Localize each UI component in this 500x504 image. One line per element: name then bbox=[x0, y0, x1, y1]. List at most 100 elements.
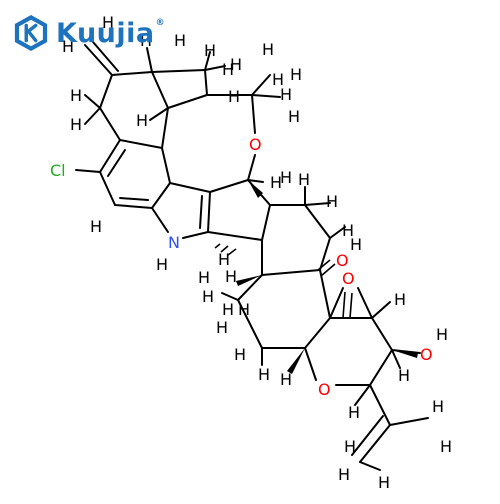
registered-mark: ® bbox=[155, 17, 166, 28]
bonds bbox=[75, 41, 429, 471]
bond bbox=[261, 269, 321, 276]
chlorine-label: Cl bbox=[50, 161, 66, 180]
hydrogen-label: H bbox=[140, 31, 152, 50]
bond bbox=[304, 347, 317, 381]
hydrogen-label: H bbox=[348, 403, 360, 422]
hydrogen-label: H bbox=[238, 300, 250, 319]
bond bbox=[351, 415, 384, 456]
hydrogen-label: H bbox=[272, 70, 284, 89]
bond bbox=[204, 51, 211, 71]
bond bbox=[371, 301, 391, 319]
bond bbox=[247, 179, 264, 183]
bond bbox=[146, 47, 153, 73]
wedge-bond bbox=[236, 275, 262, 286]
bond bbox=[119, 197, 149, 201]
bond bbox=[99, 74, 113, 109]
hydrogen-label: H bbox=[270, 173, 282, 192]
oxygen-label: O bbox=[336, 251, 349, 270]
bond bbox=[319, 237, 331, 271]
bond bbox=[354, 384, 371, 406]
bond bbox=[169, 182, 211, 193]
bond bbox=[182, 231, 209, 239]
hydrogen-label: H bbox=[234, 345, 246, 364]
bond bbox=[151, 182, 171, 209]
hydrogen-label: H bbox=[394, 290, 406, 309]
hydrogen-label: H bbox=[136, 111, 148, 130]
kuujia-logo-icon bbox=[14, 14, 48, 52]
bond bbox=[359, 424, 391, 463]
hydrogen-labels: H H H H H H H H H H H H H H H H H H H H … bbox=[62, 13, 452, 492]
hydrogen-label: H bbox=[258, 365, 270, 384]
bond bbox=[389, 417, 429, 426]
brand-logo: Kuujia® bbox=[12, 12, 165, 54]
hydrogen-label: H bbox=[280, 85, 292, 104]
hydrogen-label: H bbox=[290, 65, 302, 84]
bond bbox=[329, 226, 346, 239]
hydrogen-label: H bbox=[326, 192, 338, 211]
bond bbox=[204, 65, 226, 71]
bond bbox=[149, 107, 169, 121]
bond bbox=[84, 44, 113, 76]
bond bbox=[359, 461, 381, 471]
hydrogen-label: H bbox=[225, 267, 237, 286]
hydrogen-label: H bbox=[378, 473, 390, 492]
oxygen-label: O bbox=[342, 269, 355, 288]
bond bbox=[114, 204, 153, 209]
bond bbox=[84, 107, 101, 125]
bond bbox=[391, 349, 401, 369]
bond bbox=[84, 94, 101, 109]
bond bbox=[151, 71, 169, 109]
nitrogen-label: N bbox=[168, 233, 180, 252]
bond bbox=[251, 94, 281, 98]
bond bbox=[357, 287, 373, 319]
brand-name: Kuujia® bbox=[56, 18, 165, 49]
bond bbox=[261, 204, 271, 241]
hydrogen-label: H bbox=[262, 40, 274, 59]
hydrogen-label: H bbox=[62, 37, 74, 56]
bond bbox=[237, 274, 263, 301]
hydrogen-label: H bbox=[432, 397, 444, 416]
hydrogen-label: H bbox=[70, 115, 82, 134]
hydrogen-label: H bbox=[174, 31, 186, 50]
hydrogen-label: H bbox=[344, 437, 356, 456]
hydrogen-label: H bbox=[398, 366, 410, 385]
bond bbox=[161, 147, 171, 184]
hash-bond bbox=[342, 291, 346, 319]
hydrogen-label: H bbox=[230, 55, 242, 74]
hydrogen-label: H bbox=[216, 318, 228, 337]
bond bbox=[167, 94, 208, 109]
bond bbox=[207, 191, 211, 233]
atom-labels: Cl N O O O O O bbox=[50, 135, 433, 399]
bond bbox=[111, 71, 153, 76]
hash-bonds bbox=[214, 243, 353, 319]
bond bbox=[251, 94, 256, 134]
bond bbox=[107, 149, 126, 177]
bond bbox=[237, 299, 263, 349]
hash-bond bbox=[214, 243, 221, 249]
hydrogen-label: H bbox=[198, 268, 210, 287]
stereo-bonds bbox=[236, 180, 418, 374]
bond bbox=[75, 169, 101, 173]
bond bbox=[119, 139, 163, 149]
oxygen-label: O bbox=[318, 380, 331, 399]
hydrogen-label: H bbox=[440, 437, 452, 456]
bond bbox=[199, 195, 203, 229]
wedge-bond bbox=[392, 350, 418, 358]
hydrogen-label: H bbox=[102, 13, 114, 32]
hydrogen-label: H bbox=[280, 168, 292, 187]
hash-bond bbox=[349, 292, 353, 319]
hydrogen-label: H bbox=[436, 325, 448, 344]
bond bbox=[207, 231, 263, 241]
bond bbox=[304, 204, 331, 239]
hydrogen-label: H bbox=[218, 250, 230, 269]
bond bbox=[161, 107, 169, 149]
bond bbox=[319, 269, 331, 319]
hydrogen-label: H bbox=[90, 217, 102, 236]
bond bbox=[304, 317, 331, 349]
bond bbox=[99, 171, 116, 206]
hydrogen-label: H bbox=[202, 287, 214, 306]
bond bbox=[247, 154, 256, 181]
bond bbox=[221, 292, 239, 301]
bond bbox=[251, 74, 271, 96]
hydrogen-label: H bbox=[342, 221, 354, 240]
